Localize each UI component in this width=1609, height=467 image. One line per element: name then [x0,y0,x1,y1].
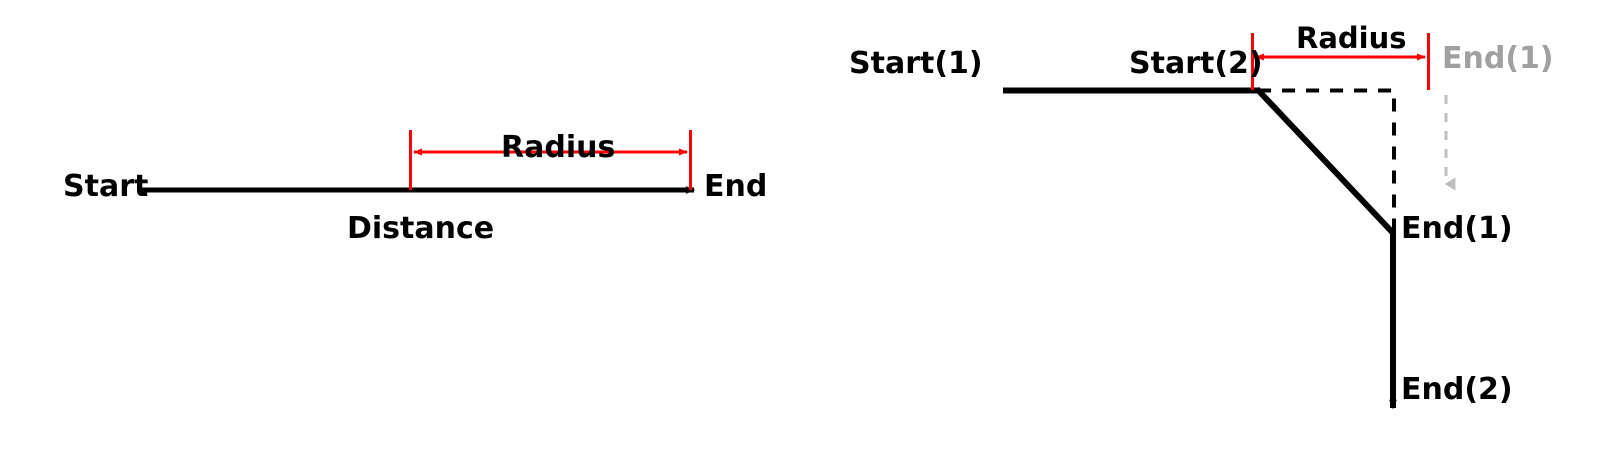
right-start1-label: Start(1) [849,46,983,81]
right-end1-ghost-label: End(1) [1442,41,1554,76]
right-diagonal-segment [1254,86,1396,236]
left-distance-label: Distance [347,211,495,246]
right-end1-label: End(1) [1401,211,1513,246]
right-end2-label: End(2) [1401,372,1513,407]
right-panel-group [1003,33,1456,410]
right-radius-label: Radius [1296,21,1407,55]
left-start-label: Start [63,169,149,204]
left-radius-label: Radius [501,130,616,165]
left-end-label: End [704,169,768,204]
right-start2-label: Start(2) [1129,46,1263,81]
left-panel-group [140,130,696,194]
